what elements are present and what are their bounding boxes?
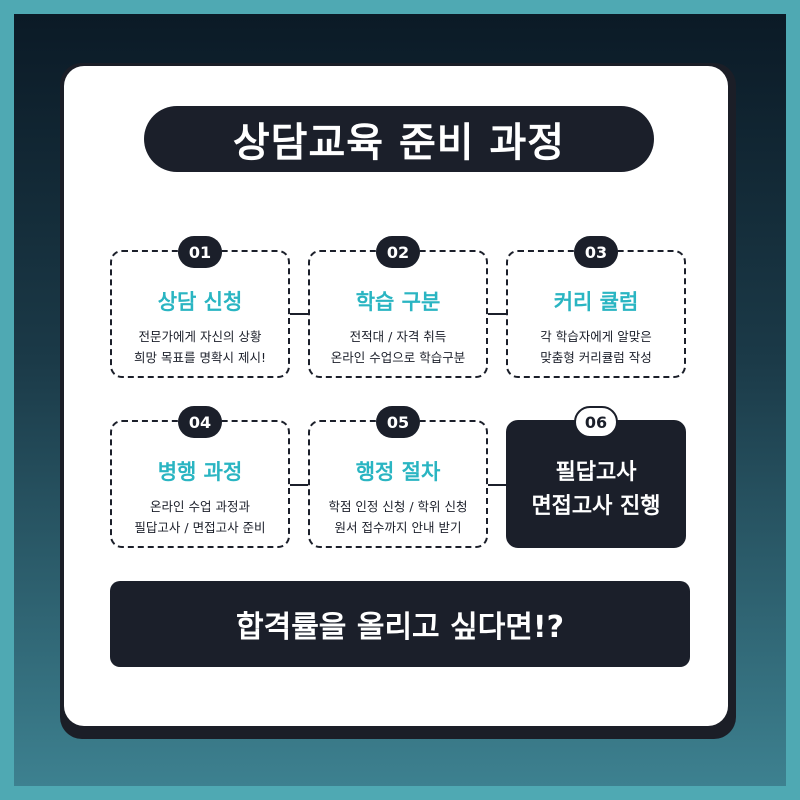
step-desc-line: 전문가에게 자신의 상황 [138,329,262,344]
step-description: 전적대 / 자격 취득 온라인 수업으로 학습구분 [310,326,486,368]
step-desc-line: 각 학습자에게 알맞은 [540,329,652,344]
step-description: 각 학습자에게 알맞은 맞춤형 커리큘럼 작성 [508,326,684,368]
step-card-04: 04 병행 과정 온라인 수업 과정과 필답고사 / 면접고사 준비 [110,406,290,548]
step-title: 행정 절차 [355,460,441,484]
step-card-02: 02 학습 구분 전적대 / 자격 취득 온라인 수업으로 학습구분 [308,236,488,378]
step-card-05: 05 행정 절차 학점 인정 신청 / 학위 신청 원서 접수까지 안내 받기 [308,406,488,548]
connector-01-02 [290,313,308,315]
cta-banner: 합격률을 올리고 싶다면!? [110,581,690,667]
step-desc-line: 학점 인정 신청 / 학위 신청 [328,499,468,514]
step-card-01: 01 상담 신청 전문가에게 자신의 상황 희망 목표를 명확시 제시! [110,236,290,378]
step-number-badge: 01 [178,236,222,268]
connector-05-06 [488,484,506,486]
step-number-badge: 02 [376,236,420,268]
step-desc-line: 온라인 수업으로 학습구분 [330,350,466,365]
step-number-badge: 05 [376,406,420,438]
step-number-badge: 04 [178,406,222,438]
step-number-badge: 06 [574,406,618,438]
step-desc-line: 원서 접수까지 안내 받기 [334,520,462,535]
step-title: 학습 구분 [355,290,441,314]
step-title: 상담 신청 [157,290,243,314]
step-desc-line: 전적대 / 자격 취득 [349,329,447,344]
step-desc-line: 필답고사 / 면접고사 준비 [134,520,266,535]
step-desc-line: 온라인 수업 과정과 [150,499,250,514]
step-desc-line: 맞춤형 커리큘럼 작성 [540,350,652,365]
step-final-line: 면접고사 진행 [531,494,661,519]
step-card-03: 03 커리 큘럼 각 학습자에게 알맞은 맞춤형 커리큘럼 작성 [506,236,686,378]
step-final-text: 필답고사 면접고사 진행 [508,456,684,524]
step-description: 전문가에게 자신의 상황 희망 목표를 명확시 제시! [112,326,288,368]
step-desc-line: 희망 목표를 명확시 제시! [134,350,266,365]
step-description: 온라인 수업 과정과 필답고사 / 면접고사 준비 [112,496,288,538]
step-number-badge: 03 [574,236,618,268]
step-title: 커리 큘럼 [553,290,639,314]
step-card-06: 06 필답고사 면접고사 진행 [506,406,686,548]
step-description: 학점 인정 신청 / 학위 신청 원서 접수까지 안내 받기 [310,496,486,538]
connector-02-03 [488,313,506,315]
step-final-line: 필답고사 [555,460,637,485]
connector-04-05 [290,484,308,486]
step-title: 병행 과정 [157,460,243,484]
page-title: 상담교육 준비 과정 [144,106,654,172]
